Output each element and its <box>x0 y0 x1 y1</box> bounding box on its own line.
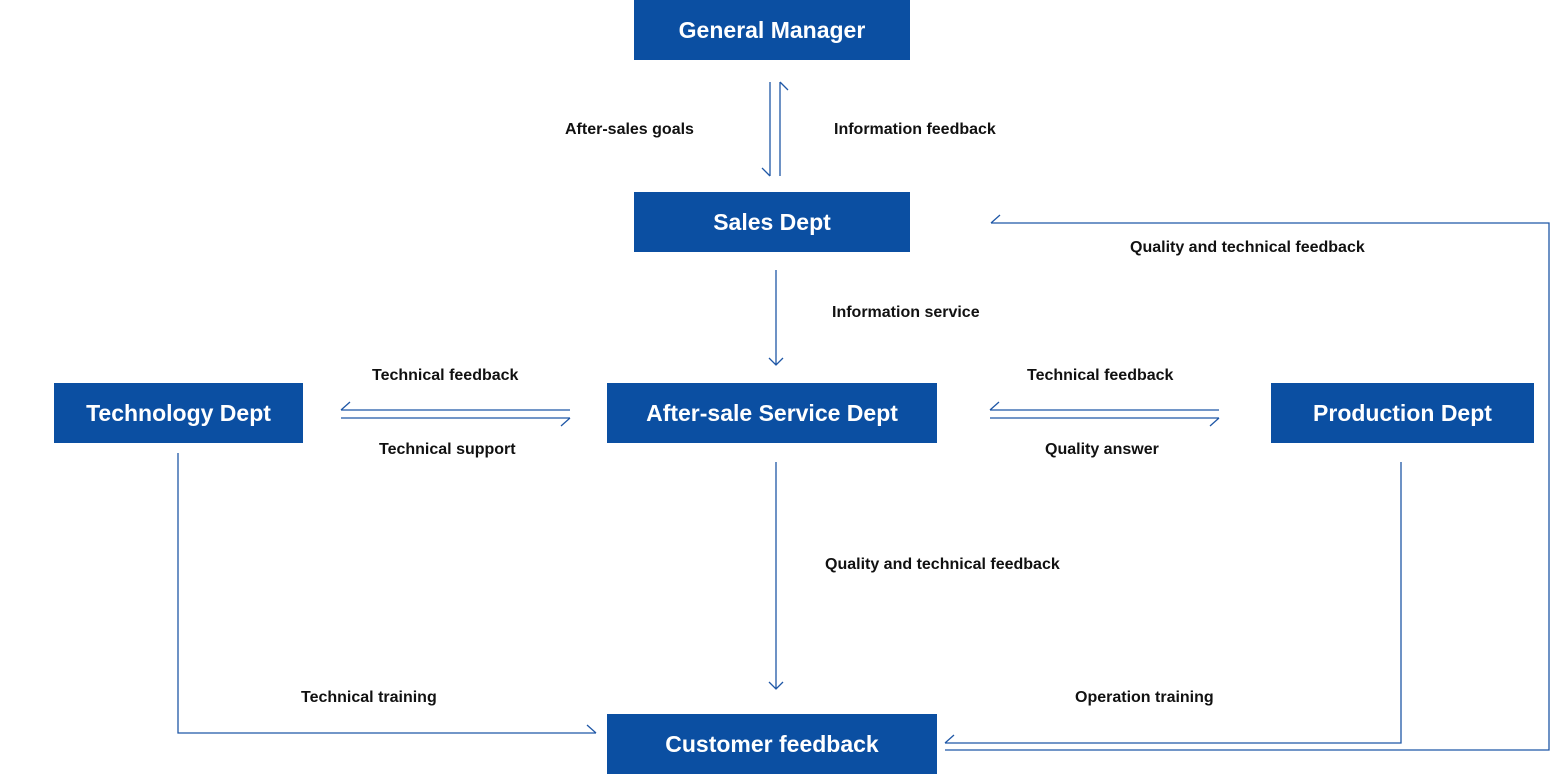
arrow-information-service <box>768 270 784 366</box>
label-information-feedback: Information feedback <box>834 121 996 138</box>
label-after-sales-goals: After-sales goals <box>565 121 694 138</box>
arrow-technical-training <box>177 453 597 734</box>
arrow-quality-technical-feedback-top <box>945 214 1550 751</box>
arrow-quality-answer <box>990 417 1220 427</box>
node-customer-feedback: Customer feedback <box>607 714 937 774</box>
label-quality-technical-feedback-top: Quality and technical feedback <box>1130 239 1365 256</box>
arrow-technical-feedback-left <box>340 401 570 411</box>
arrow-operation-training <box>944 462 1402 744</box>
label-operation-training: Operation training <box>1075 689 1214 706</box>
label-technical-training: Technical training <box>301 689 437 706</box>
label-technical-feedback-right: Technical feedback <box>1027 367 1174 384</box>
label-technical-support: Technical support <box>379 441 516 458</box>
label-information-service: Information service <box>832 304 980 321</box>
node-production-dept: Production Dept <box>1271 383 1534 443</box>
node-general-manager: General Manager <box>634 0 910 60</box>
label-quality-answer: Quality answer <box>1045 441 1159 458</box>
arrow-quality-technical-feedback-mid <box>768 462 784 690</box>
node-sales-dept: Sales Dept <box>634 192 910 252</box>
label-quality-technical-feedback-mid: Quality and technical feedback <box>825 556 1060 573</box>
node-technology-dept: Technology Dept <box>54 383 303 443</box>
node-after-sale-service-dept: After-sale Service Dept <box>607 383 937 443</box>
arrow-technical-support <box>341 417 571 427</box>
arrow-after-sales-goals <box>761 82 771 177</box>
arrow-information-feedback <box>779 81 789 176</box>
label-technical-feedback-left: Technical feedback <box>372 367 519 384</box>
arrow-technical-feedback-right <box>989 401 1219 411</box>
